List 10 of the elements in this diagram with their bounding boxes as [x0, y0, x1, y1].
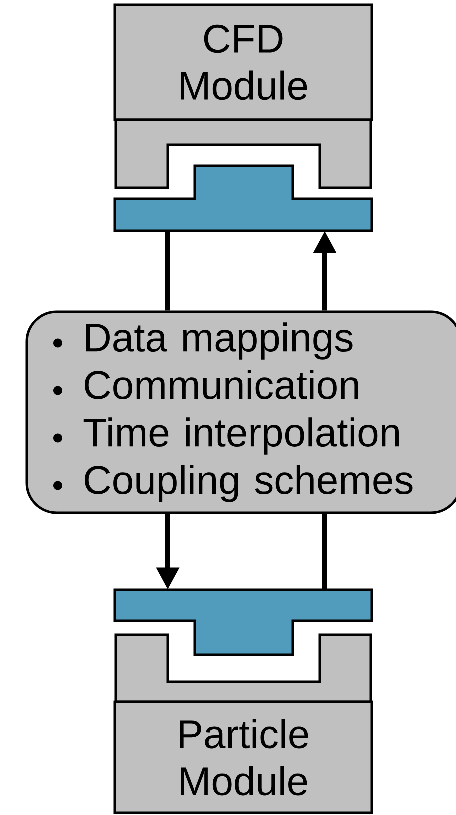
socket-shape	[114, 634, 372, 704]
list-item: Data mappings	[86, 322, 353, 360]
module-box: CFD Module	[114, 4, 374, 122]
list-item: Coupling schemes	[85, 465, 413, 502]
module-box: Particle Module	[114, 700, 374, 814]
socket-shape	[114, 118, 372, 190]
adapter-shape	[114, 164, 374, 232]
list-item: Communication	[85, 370, 358, 400]
adapter-shape	[114, 588, 374, 656]
list-item: Time interpolation	[84, 418, 399, 455]
